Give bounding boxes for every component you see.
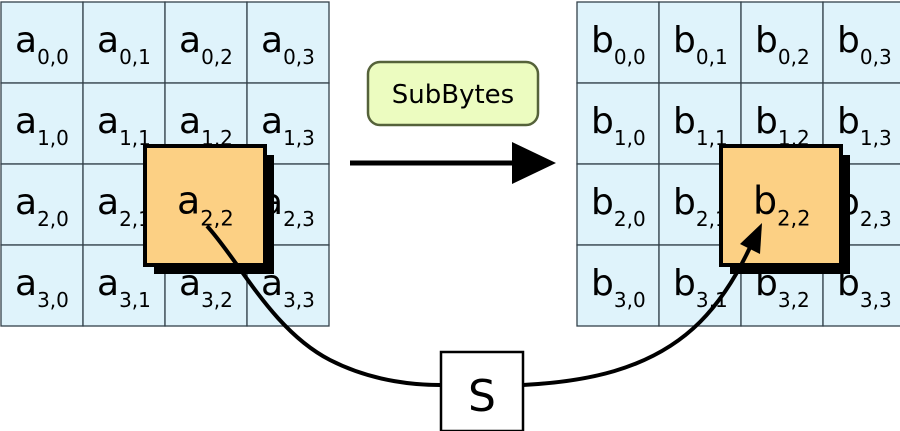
output-cell-bg (576, 82, 660, 165)
sbox-output-curve (522, 242, 754, 387)
input-cell-bg (82, 1, 166, 84)
sbox: S (439, 350, 525, 431)
input-cell: a0,1 (82, 1, 166, 84)
output-cell: b0,1 (658, 1, 742, 84)
sbox-output-arrowhead (740, 223, 762, 254)
input-highlight-box (143, 144, 267, 267)
output-cell-label: b1,3 (837, 101, 892, 150)
sbox-label: S (468, 371, 496, 422)
input-cell-bg (164, 1, 248, 84)
output-cell: b1,0 (576, 82, 660, 165)
output-cell-bg (576, 163, 660, 246)
transform-arrow (350, 142, 556, 184)
input-cell: a3,0 (0, 244, 84, 327)
input-cell-bg (0, 163, 84, 246)
output-cell-bg (822, 1, 900, 84)
input-cell: a0,0 (0, 1, 84, 84)
input-cell-bg (0, 82, 84, 165)
output-cell-bg (658, 1, 742, 84)
input-cell-bg (0, 244, 84, 327)
input-cell: a2,0 (0, 163, 84, 246)
output-cell: b0,3 (822, 1, 900, 84)
input-cell-label: a0,1 (97, 20, 151, 69)
output-highlight-box (719, 144, 843, 267)
output-cell: b0,0 (576, 1, 660, 84)
input-highlighted-cell: a2,2 (143, 144, 274, 274)
output-cell-bg (576, 1, 660, 84)
input-cell: a1,3 (246, 82, 330, 165)
output-highlighted-cell: b2,2 (719, 144, 850, 274)
input-cell: a0,2 (164, 1, 248, 84)
output-cell: b0,2 (740, 1, 824, 84)
input-cell: a1,0 (0, 82, 84, 165)
subbytes-label-box: SubBytes (366, 60, 540, 127)
input-cell-bg (0, 1, 84, 84)
sbox-input-curve (205, 224, 441, 387)
input-cell-bg (246, 1, 330, 84)
output-cell-bg (740, 1, 824, 84)
input-cell: a0,3 (246, 1, 330, 84)
output-cell: b3,0 (576, 244, 660, 327)
subbytes-label: SubBytes (392, 80, 514, 110)
output-cell-bg (576, 244, 660, 327)
output-cell: b2,0 (576, 163, 660, 246)
